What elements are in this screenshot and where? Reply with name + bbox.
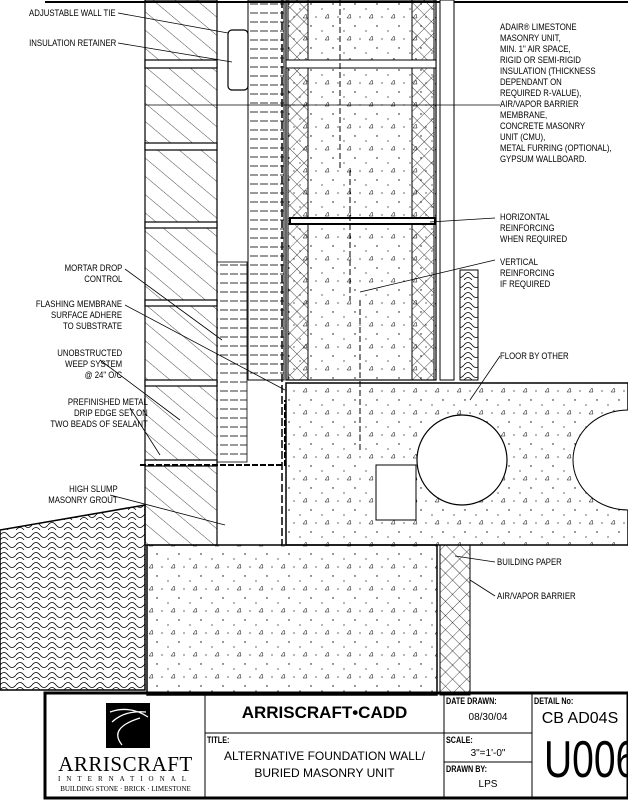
label-line: INSULATION RETAINER <box>28 38 116 49</box>
floor-edge <box>459 269 479 381</box>
label-line: ADJUSTABLE WALL TIE <box>29 8 116 19</box>
foundation-wall <box>146 544 438 696</box>
label-line: AIR/VAPOR BARRIER <box>497 591 576 602</box>
label-line: IF REQUIRED <box>500 279 551 290</box>
detail-number: U006 <box>544 731 628 789</box>
label-line: FLOOR BY OTHER <box>500 351 569 362</box>
drawn-by-label: DRAWN BY: <box>446 764 488 774</box>
label-line: REQUIRED R-VALUE), <box>500 88 582 99</box>
label-line: WEEP SYSTEM <box>64 359 122 370</box>
label-line: MASONRY UNIT, <box>500 33 561 44</box>
label-line: UNIT (CMU), <box>500 132 546 143</box>
building-paper <box>439 544 471 696</box>
rigid-insulation <box>247 0 285 381</box>
label-line: HIGH SLUMP <box>69 484 118 495</box>
cmu-wall <box>285 0 437 450</box>
label-line: METAL FURRING (OPTIONAL), <box>500 143 612 154</box>
label-line: WHEN REQUIRED <box>500 234 568 245</box>
title-block-frame <box>43 691 628 800</box>
label-line: HORIZONTAL <box>500 212 550 223</box>
label-line: CONTROL <box>83 274 122 285</box>
date-value: 08/30/04 <box>468 712 508 723</box>
label-line: FLASHING MEMBRANE <box>35 299 122 310</box>
label-line: MASONRY GROUT <box>48 495 118 506</box>
detail-code: CB AD04S <box>541 710 619 727</box>
label-line: CONCRETE MASONRY <box>500 121 586 132</box>
detail-label: DETAIL No: <box>534 696 574 706</box>
logo-sub: INTERNATIONAL <box>58 775 192 783</box>
label-line: DEPENDANT ON <box>500 77 562 88</box>
label-floor: FLOOR BY OTHER <box>500 351 569 362</box>
label-line: REINFORCING <box>500 223 555 234</box>
label-line: MEMBRANE, <box>500 110 548 121</box>
scale-label: SCALE: <box>446 735 473 745</box>
label-line: REINFORCING <box>500 268 555 279</box>
label-line: UNOBSTRUCTED <box>57 348 122 359</box>
label-line: ADAIR® LIMESTONE <box>500 22 577 33</box>
drawing-title: ALTERNATIVE FOUNDATION WALL/ BURIED MASO… <box>205 748 444 782</box>
limestone-veneer <box>144 0 218 546</box>
label-building-paper: BUILDING PAPER <box>497 557 562 568</box>
floor-slab <box>285 382 628 546</box>
label-line: GYPSUM WALLBOARD. <box>500 154 587 165</box>
label-wall-tie: ADJUSTABLE WALL TIE <box>29 8 116 19</box>
label-line: TWO BEADS OF SEALANT <box>50 419 148 430</box>
label-line: MORTAR DROP <box>64 263 122 274</box>
scale-value: 3"=1'-0" <box>470 748 506 759</box>
label-air-vapor-barrier: AIR/VAPOR BARRIER <box>497 591 576 602</box>
label-line: VERTICAL <box>500 257 538 268</box>
label-line: RIGID OR SEMI-RIGID <box>500 55 581 66</box>
ground-fill <box>0 504 146 691</box>
label-line: TO SUBSTRATE <box>62 321 122 332</box>
label-line: AIR/VAPOR BARRIER <box>500 99 579 110</box>
label-line: SURFACE ADHERE <box>51 310 123 321</box>
label-line: PREFINISHED METAL <box>68 397 148 408</box>
title-line: ALTERNATIVE FOUNDATION WALL/ <box>224 749 425 763</box>
title-label: TITLE: <box>207 735 230 745</box>
date-label: DATE DRAWN: <box>446 696 497 706</box>
label-line: @ 24" O/C <box>84 370 122 381</box>
label-insulation-retainer: INSULATION RETAINER <box>29 38 116 49</box>
label-line: MIN. 1" AIR SPACE, <box>500 44 571 55</box>
brand-title: ARRISCRAFT•CADD <box>241 703 408 722</box>
label-line: INSULATION (THICKNESS <box>500 66 596 77</box>
wall-tie <box>227 29 249 91</box>
label-line: DRIP EDGE SET ON <box>74 408 148 419</box>
title-line: BURIED MASONRY UNIT <box>254 766 395 780</box>
arriscraft-logo <box>106 703 150 748</box>
flashing-membrane <box>140 400 286 466</box>
label-line: BUILDING PAPER <box>497 557 562 568</box>
leader-lines <box>99 12 501 597</box>
drawn-by-value: LPS <box>478 779 498 790</box>
logo-name: ARRISCRAFT <box>58 752 193 776</box>
furring-gypsum <box>439 0 455 381</box>
logo-tagline: BUILDING STONE · BRICK · LIMESTONE <box>60 785 191 793</box>
